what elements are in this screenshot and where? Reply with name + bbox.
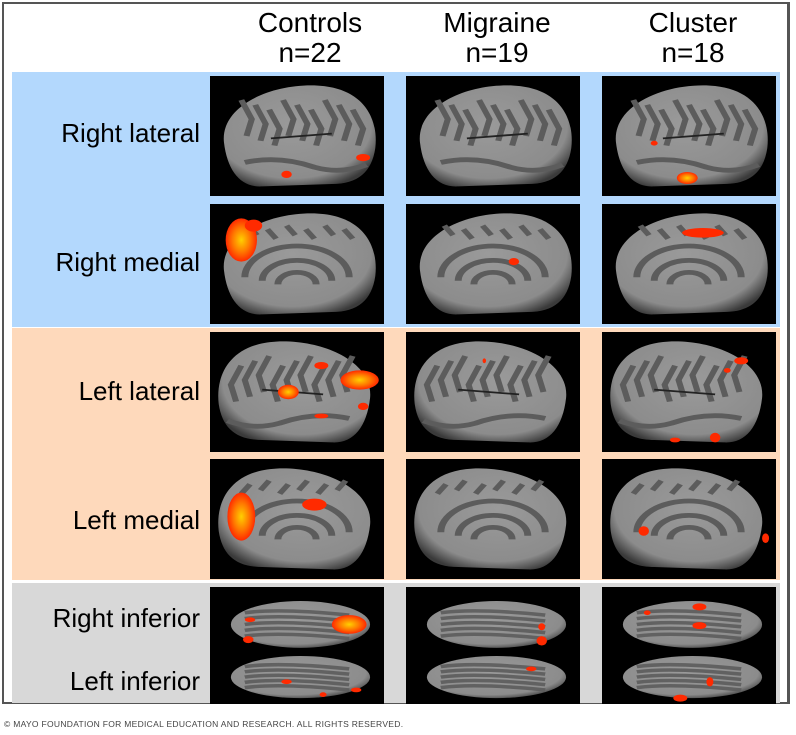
brain-panel-right-medial-migraine bbox=[406, 204, 580, 324]
row-label-left-lateral: Left lateral bbox=[78, 376, 200, 406]
brain-surface-image bbox=[223, 85, 376, 187]
brain-panel-left-lateral-cluster bbox=[602, 332, 776, 452]
row-label-right-inferior: Right inferior bbox=[52, 603, 200, 633]
activation-spot bbox=[673, 694, 688, 702]
hemisphere-shape bbox=[223, 213, 376, 315]
brain-surface-image bbox=[223, 213, 376, 315]
activation-spot bbox=[277, 384, 299, 400]
brain-surface-image bbox=[218, 468, 371, 570]
activation-spot bbox=[669, 437, 681, 443]
brain-panel-left-medial-migraine bbox=[406, 459, 580, 579]
brain-panel-inferior-controls bbox=[210, 587, 384, 704]
activation-spot bbox=[538, 623, 546, 631]
activation-spot bbox=[281, 679, 292, 685]
hemisphere-shape bbox=[615, 213, 768, 315]
hemisphere-shape bbox=[419, 213, 572, 315]
brain-panel-right-lateral-cluster bbox=[602, 76, 776, 196]
activation-spot bbox=[650, 140, 658, 146]
activation-spot bbox=[356, 154, 371, 162]
activation-spot bbox=[762, 533, 770, 543]
activation-spot bbox=[643, 610, 651, 616]
column-sample-size: n=19 bbox=[465, 37, 529, 68]
activation-spot bbox=[508, 258, 520, 266]
activation-spot bbox=[536, 636, 547, 646]
column-title: Cluster bbox=[648, 7, 738, 38]
activation-spot bbox=[482, 358, 487, 364]
brain-panel-left-medial-controls bbox=[210, 459, 384, 579]
column-header-controls: Controls n=22 bbox=[220, 8, 400, 68]
activation-spot bbox=[706, 677, 714, 687]
row-label-right-lateral: Right lateral bbox=[61, 118, 200, 148]
column-title: Controls bbox=[257, 7, 363, 38]
hemisphere-shape bbox=[218, 468, 371, 570]
activation-spot bbox=[350, 687, 362, 693]
copyright-notice: © MAYO FOUNDATION FOR MEDICAL EDUCATION … bbox=[4, 719, 404, 729]
hemisphere-shape bbox=[414, 468, 567, 570]
row-label-right-medial: Right medial bbox=[55, 247, 200, 277]
column-header-migraine: Migraine n=19 bbox=[407, 8, 587, 68]
brain-panel-right-medial-controls bbox=[210, 204, 384, 324]
brain-surface-image bbox=[610, 341, 763, 443]
brain-surface-image bbox=[426, 601, 567, 699]
activation-spot bbox=[331, 615, 367, 634]
row-label-left-medial: Left medial bbox=[72, 505, 200, 535]
activation-spot bbox=[692, 622, 707, 630]
brain-panel-inferior-migraine bbox=[406, 587, 580, 704]
activation-spot bbox=[302, 498, 327, 511]
activation-spot bbox=[281, 170, 292, 178]
activation-spot bbox=[526, 666, 537, 672]
activation-spot bbox=[357, 402, 369, 410]
activation-spot bbox=[244, 219, 263, 232]
brain-surface-image bbox=[615, 85, 768, 187]
row-label-left-inferior: Left inferior bbox=[69, 666, 200, 696]
hemisphere-shape bbox=[610, 468, 763, 570]
column-header-cluster: Cluster n=18 bbox=[603, 8, 783, 68]
brain-panel-right-lateral-migraine bbox=[406, 76, 580, 196]
activation-spot bbox=[340, 370, 379, 390]
activation-spot bbox=[676, 172, 698, 184]
activation-spot bbox=[734, 357, 749, 365]
activation-spot bbox=[227, 492, 256, 541]
activation-spot bbox=[682, 228, 724, 238]
activation-spot bbox=[709, 432, 721, 443]
brain-panel-right-lateral-controls bbox=[210, 76, 384, 196]
brain-surface-image bbox=[610, 468, 770, 570]
activation-spot bbox=[244, 617, 256, 623]
brain-surface-image bbox=[615, 213, 768, 315]
brain-surface-image bbox=[218, 341, 379, 443]
brain-panel-left-lateral-migraine bbox=[406, 332, 580, 452]
activation-spot bbox=[638, 526, 649, 536]
brain-panel-inferior-cluster bbox=[602, 587, 776, 704]
column-sample-size: n=18 bbox=[661, 37, 725, 68]
activation-spot bbox=[692, 603, 707, 611]
activation-spot bbox=[243, 636, 254, 644]
brain-panel-right-medial-cluster bbox=[602, 204, 776, 324]
brain-surface-image bbox=[414, 341, 567, 443]
brain-surface-image bbox=[414, 468, 567, 570]
activation-spot bbox=[314, 413, 329, 419]
brain-panel-left-medial-cluster bbox=[602, 459, 776, 579]
brain-surface-image bbox=[622, 601, 763, 702]
column-sample-size: n=22 bbox=[278, 37, 342, 68]
activation-spot bbox=[319, 692, 327, 697]
brain-panel-left-lateral-controls bbox=[210, 332, 384, 452]
column-title: Migraine bbox=[443, 7, 551, 38]
activation-spot bbox=[723, 368, 731, 373]
brain-surface-image bbox=[419, 85, 572, 187]
brain-surface-image bbox=[230, 601, 371, 699]
brain-surface-image bbox=[419, 213, 572, 315]
activation-spot bbox=[314, 362, 329, 370]
